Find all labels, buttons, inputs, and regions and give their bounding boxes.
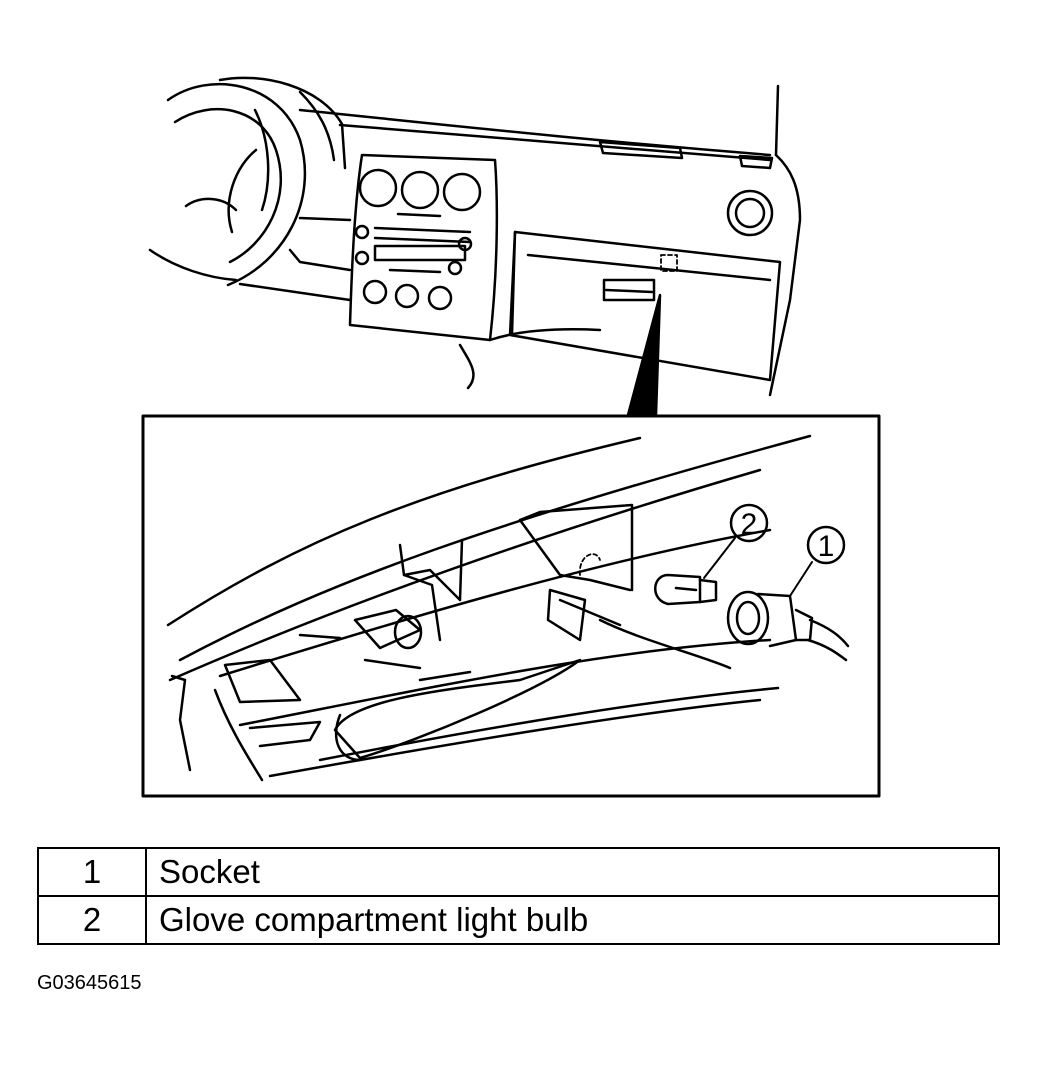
callout-1-label: 1 bbox=[818, 530, 835, 563]
legend-number: 1 bbox=[37, 847, 147, 897]
callout-1: 1 bbox=[806, 525, 846, 565]
legend-label: Glove compartment light bulb bbox=[145, 895, 1000, 945]
light-location-marker bbox=[660, 254, 678, 272]
glove-compartment-door bbox=[508, 230, 782, 382]
glove-compartment-light-bulb bbox=[654, 573, 718, 606]
legend-row: 1 Socket bbox=[37, 847, 1000, 897]
legend-number: 2 bbox=[37, 895, 147, 945]
right-air-vent bbox=[726, 189, 774, 237]
callout-2-label: 2 bbox=[741, 508, 758, 541]
center-console bbox=[348, 153, 499, 342]
dashboard-overview bbox=[148, 76, 802, 417]
detail-inset: 2 1 bbox=[141, 414, 881, 798]
legend-table: 1 Socket 2 Glove compartment light bulb bbox=[37, 847, 1000, 945]
figure-id: G03645615 bbox=[37, 972, 142, 994]
glove-compartment-handle bbox=[602, 278, 656, 302]
glove-compartment-diagram: 2 1 bbox=[141, 76, 881, 798]
legend-row: 2 Glove compartment light bulb bbox=[37, 895, 1000, 945]
detail-frame bbox=[141, 414, 881, 798]
callout-2: 2 bbox=[729, 503, 769, 543]
steering-wheel bbox=[148, 82, 307, 287]
socket bbox=[726, 590, 850, 662]
legend-label: Socket bbox=[145, 847, 1000, 897]
